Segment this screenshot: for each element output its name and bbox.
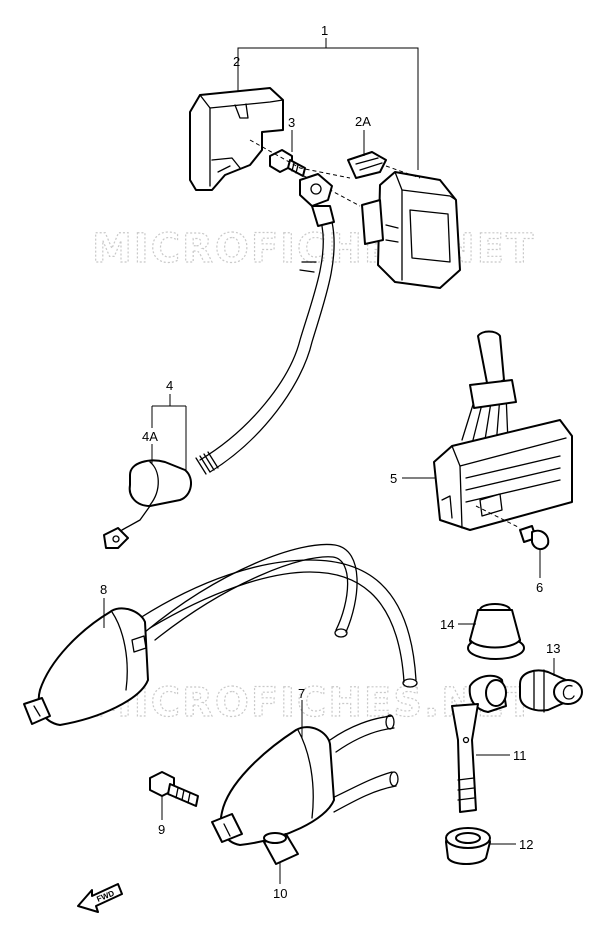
ignition-coil-7[interactable] <box>211 714 399 846</box>
callout-5: 5 <box>390 471 397 486</box>
callout-7: 7 <box>298 686 305 701</box>
plug-lead-11[interactable] <box>451 674 507 813</box>
screw-6[interactable] <box>519 525 550 550</box>
callout-14: 14 <box>440 617 454 632</box>
callout-13: 13 <box>546 641 560 656</box>
bolt-9[interactable] <box>149 771 199 807</box>
callout-4a: 4A <box>142 429 158 444</box>
callout-3: 3 <box>288 115 295 130</box>
fuse-box-body[interactable] <box>361 171 461 289</box>
callout-1: 1 <box>321 23 328 38</box>
callout-6: 6 <box>536 580 543 595</box>
callout-10: 10 <box>273 886 287 901</box>
leader-lines <box>103 38 555 884</box>
fuse-box-cover[interactable] <box>189 87 284 191</box>
collar-10[interactable] <box>263 832 299 865</box>
callout-2: 2 <box>233 54 240 69</box>
spark-plug-cap-13[interactable] <box>519 669 583 713</box>
grommet-12[interactable] <box>445 827 491 865</box>
callout-9: 9 <box>158 822 165 837</box>
callout-8: 8 <box>100 582 107 597</box>
battery-cable[interactable] <box>103 173 335 549</box>
cap-14[interactable] <box>467 603 525 660</box>
callout-11: 11 <box>513 748 527 763</box>
ignition-coil-8[interactable] <box>23 543 418 726</box>
callout-4: 4 <box>166 378 173 393</box>
callout-12: 12 <box>519 837 533 852</box>
callout-labels: 1 2 2A 3 4 4A 5 6 7 8 9 10 11 12 13 14 <box>100 23 560 901</box>
fwd-arrow-icon: FWD <box>77 883 123 913</box>
callout-2a: 2A <box>355 114 371 129</box>
bolt-3[interactable] <box>269 149 306 177</box>
fuse-2a[interactable] <box>347 151 387 179</box>
regulator-rectifier[interactable] <box>433 330 573 531</box>
watermark-top: MICROFICHES.NET <box>92 226 535 272</box>
